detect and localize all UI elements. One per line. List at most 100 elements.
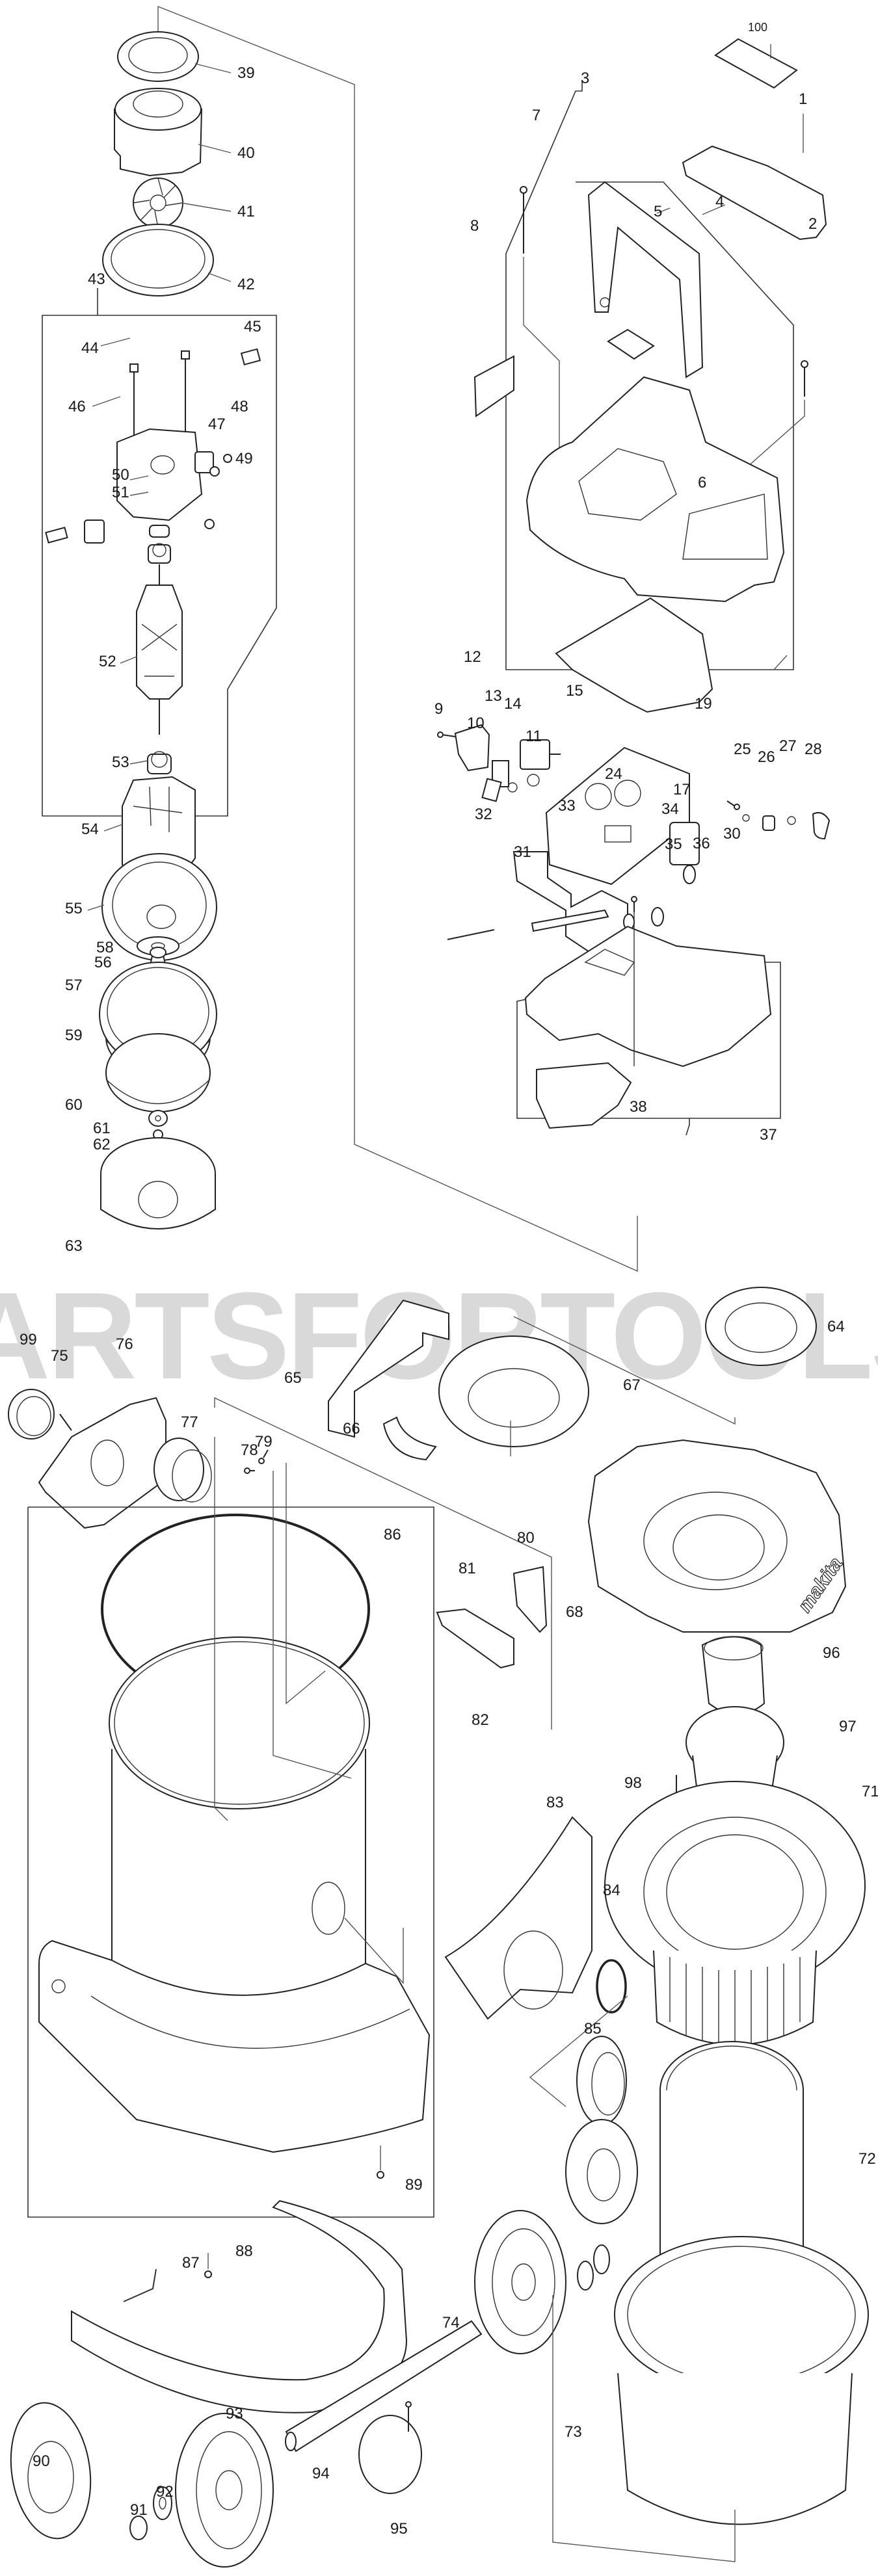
part-39-ring [117,31,199,82]
part-46-brush-holder-housing [116,428,203,521]
label-59: 59 [65,1027,83,1044]
part-4-handle [587,181,704,378]
group-43-box [42,288,277,817]
part-80-latch [512,1566,548,1633]
label-83: 83 [546,1794,564,1811]
label-12: 12 [464,648,481,666]
part-42-gasket [102,224,214,296]
part-64-seal [513,1287,817,1425]
part-67-cushion [438,1335,589,1456]
label-91: 91 [130,2501,148,2519]
part-99-cuff [8,1389,55,1439]
label-67: 67 [623,1376,641,1394]
part-45-carbon-brush [240,348,261,366]
part-84-o-ring [529,1959,628,2107]
label-32: 32 [475,806,492,823]
part-92-washer [153,2486,172,2520]
label-4: 4 [715,193,724,211]
label-8: 8 [470,217,479,235]
label-17: 17 [673,781,691,798]
part-61-washer [148,1110,168,1127]
part-81-latch-base [436,1608,514,1669]
part-34b-bushing [683,865,696,884]
label-61: 61 [93,1120,111,1137]
part-34-screw [631,896,637,912]
label-51: 51 [112,484,129,501]
label-82: 82 [472,1711,489,1729]
part-13-plate [481,778,502,802]
label-2: 2 [808,215,817,233]
part-8-label [473,355,514,417]
part-68-tank-lid: makita [587,1439,847,1633]
part-41-fan [133,177,183,228]
label-13: 13 [485,687,502,705]
label-35: 35 [665,835,682,853]
label-58: 58 [96,939,114,956]
label-87: 87 [182,2254,200,2272]
label-15: 15 [566,682,583,700]
label-89: 89 [405,2176,423,2194]
label-68: 68 [566,1603,583,1621]
label-66: 66 [343,1420,360,1438]
label-93: 93 [226,2405,243,2423]
label-80: 80 [517,1529,535,1547]
label-5: 5 [654,203,662,220]
guide-line-tank [214,1397,552,1729]
part-78-screw [244,1467,255,1474]
label-54: 54 [81,821,99,838]
part-90-hubcap [10,2402,92,2540]
part-26-knob-insert [762,815,775,831]
group-82-box [27,1506,434,2218]
part-14-ring [507,782,518,793]
part-25-ring [742,814,750,822]
part-52-armature [136,564,183,735]
part-74-bumper [71,2200,408,2413]
label-71: 71 [862,1783,878,1800]
label-53: 53 [112,754,129,771]
part-15-ring [527,774,540,787]
part-50-sleeve [149,525,170,538]
label-40: 40 [237,144,255,162]
part-66-cushion [382,1416,437,1461]
part-top-housing [525,376,785,603]
label-31: 31 [514,843,531,861]
label-47: 47 [208,415,226,433]
label-6: 6 [698,474,706,492]
brush-holder-left [45,519,105,544]
label-41: 41 [237,203,255,220]
label-84: 84 [603,1882,620,1899]
label-72: 72 [858,2150,876,2168]
part-53-bearing [147,751,172,774]
label-74: 74 [442,2314,460,2332]
label-96: 96 [823,1644,840,1662]
label-30: 30 [723,825,741,843]
part-89-screw [377,2146,384,2179]
part-rear-wheel [474,2210,566,2354]
label-26: 26 [758,748,775,766]
label-45: 45 [244,318,261,335]
label-50: 50 [112,466,129,484]
part-91-clip [129,2516,148,2540]
label-94: 94 [312,2465,330,2482]
label-78: 78 [241,1441,258,1459]
label-24: 24 [605,765,622,783]
part-17-socket [669,822,700,865]
part-77-inlet [153,1438,212,1503]
label-14: 14 [504,695,522,713]
part-48-screw [223,454,232,463]
label-3: 3 [581,70,589,87]
part-85-adapter [576,2036,627,2125]
part-38-plate [536,1062,632,1129]
part-63-lower-cover [100,1137,216,1229]
part-83-bracket [344,1816,592,2020]
part-33-pin [531,909,609,932]
label-9: 9 [434,700,443,718]
label-73: 73 [565,2423,582,2441]
part-93-wheel [175,2413,274,2568]
label-100: 100 [748,21,767,34]
part-1-cover [682,114,827,241]
label-46: 46 [68,398,86,415]
part-37-base [524,910,772,1068]
label-10: 10 [467,715,485,732]
